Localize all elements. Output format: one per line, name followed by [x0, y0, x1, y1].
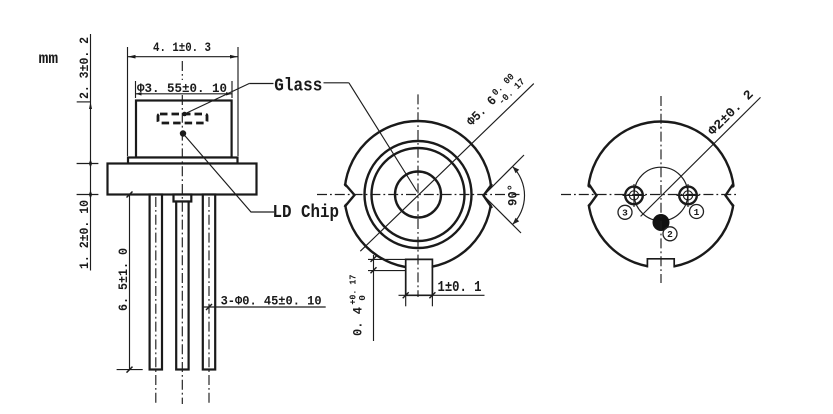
svg-text:2: 2 [667, 229, 673, 240]
svg-text:Φ3. 55±0. 10: Φ3. 55±0. 10 [137, 81, 227, 96]
svg-text:+0. 17: +0. 17 [347, 274, 358, 304]
svg-text:0. 4: 0. 4 [351, 307, 366, 336]
svg-text:0: 0 [357, 295, 368, 301]
svg-text:1. 2±0. 10: 1. 2±0. 10 [77, 200, 92, 269]
svg-text:4. 1±0. 3: 4. 1±0. 3 [153, 40, 211, 55]
svg-text:mm: mm [39, 50, 59, 68]
svg-text:3: 3 [622, 208, 628, 219]
svg-text:2. 3±0. 2: 2. 3±0. 2 [77, 37, 92, 99]
svg-text:1±0. 1: 1±0. 1 [438, 279, 482, 296]
svg-text:LD Chip: LD Chip [273, 203, 340, 223]
svg-text:3-Φ0. 45±0. 10: 3-Φ0. 45±0. 10 [221, 294, 322, 309]
svg-text:1: 1 [694, 207, 700, 218]
svg-text:90°: 90° [506, 184, 521, 206]
svg-text:Glass: Glass [274, 77, 322, 97]
svg-text:6. 5±1. 0: 6. 5±1. 0 [116, 248, 131, 311]
